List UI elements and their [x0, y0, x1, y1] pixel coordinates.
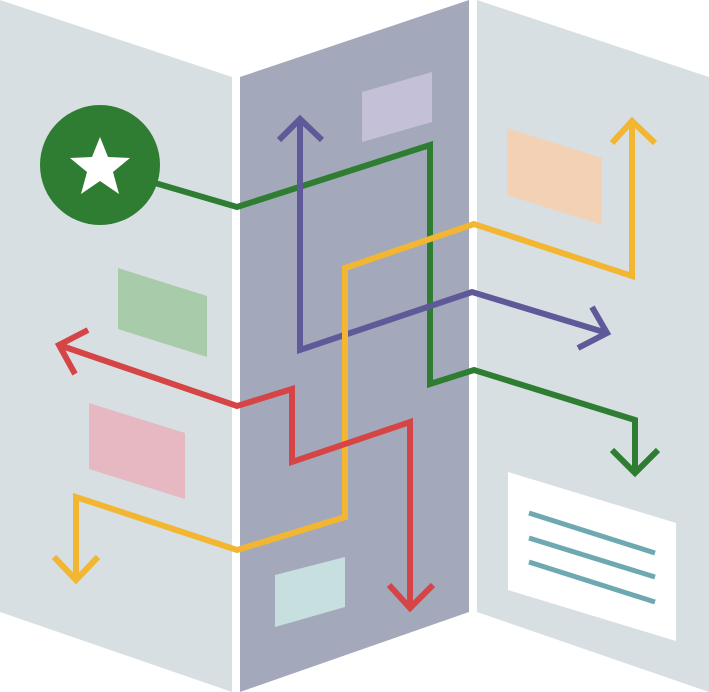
route-red: [54, 327, 436, 613]
arrow-down-icon: [51, 554, 101, 585]
map-block-lavender: [362, 72, 432, 142]
route-purple: [276, 114, 612, 355]
arrow-down-icon: [609, 447, 661, 478]
arrow-up-icon: [276, 114, 325, 143]
map-block-teal: [275, 557, 345, 627]
arrow-down-icon: [386, 582, 436, 613]
arrow-right-icon: [576, 305, 612, 351]
arrow-left-icon: [54, 327, 90, 376]
map-panel-middle: [240, 0, 469, 692]
route-yellow: [51, 116, 658, 585]
map-block-peach: [507, 128, 602, 225]
star-badge-icon: [40, 105, 160, 225]
map-block-pink: [89, 403, 185, 499]
route-green: [154, 140, 661, 478]
arrow-up-icon: [609, 116, 658, 146]
document-card-icon: [508, 472, 676, 641]
map-block-green: [118, 268, 207, 357]
